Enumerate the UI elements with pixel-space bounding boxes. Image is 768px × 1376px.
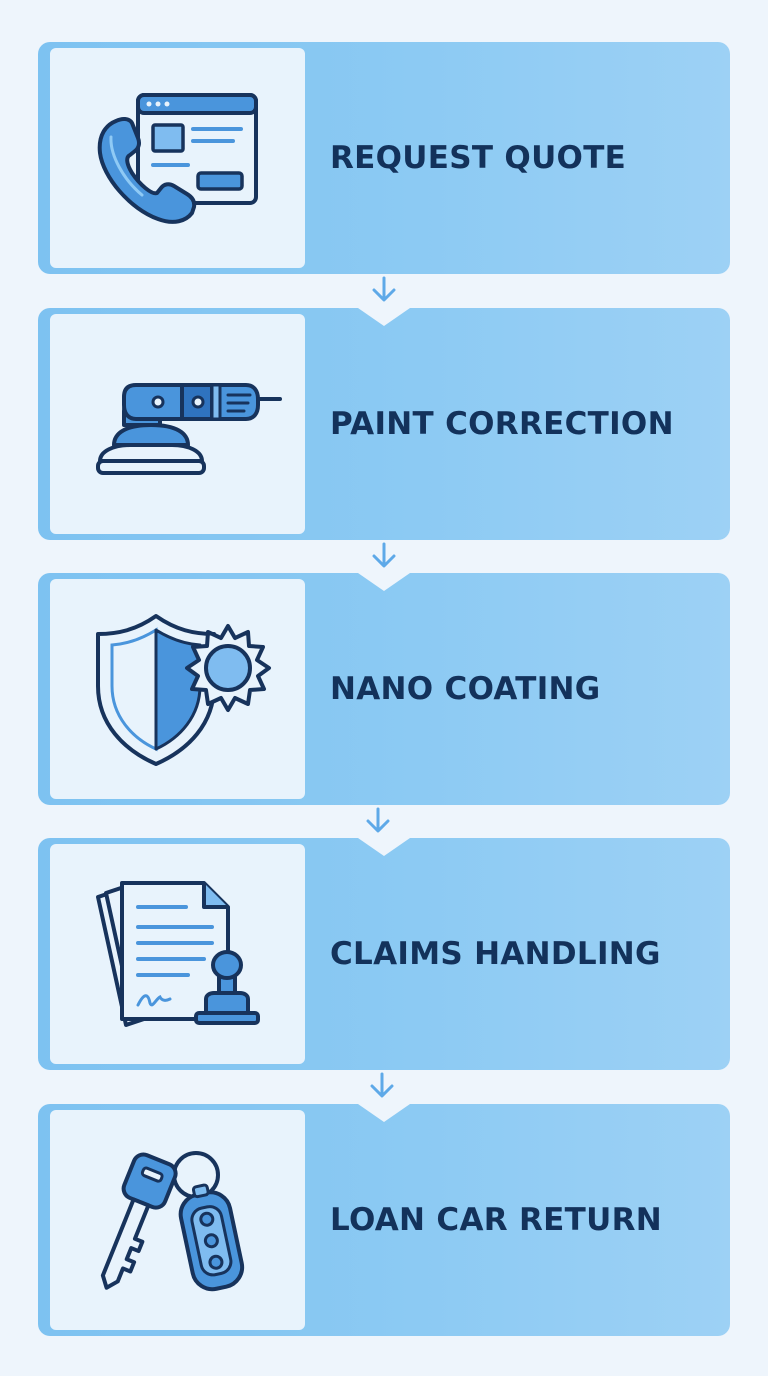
phone-browser-icon <box>97 93 258 224</box>
step-label: LOAN CAR RETURN <box>330 1202 662 1238</box>
icon-panel <box>50 1110 305 1330</box>
icon-panel <box>50 844 305 1064</box>
documents-stamp-icon <box>95 881 260 1027</box>
icon-panel <box>50 48 305 268</box>
step-label: NANO COATING <box>330 671 601 707</box>
icon-panel <box>50 579 305 799</box>
polisher-icon <box>95 383 282 475</box>
step-label: CLAIMS HANDLING <box>330 936 661 972</box>
step-card-loan-car-return: LOAN CAR RETURN <box>38 1104 730 1336</box>
step-label: REQUEST QUOTE <box>330 140 627 176</box>
car-keys-icon <box>100 1151 244 1292</box>
step-card-request-quote: REQUEST QUOTE <box>38 42 730 274</box>
step-card-nano-coating: NANO COATING <box>38 573 730 805</box>
step-card-claims-handling: CLAIMS HANDLING <box>38 838 730 1070</box>
icon-panel <box>50 314 305 534</box>
step-label: PAINT CORRECTION <box>330 406 674 442</box>
step-card-paint-correction: PAINT CORRECTION <box>38 308 730 540</box>
shield-sun-icon <box>95 614 271 766</box>
